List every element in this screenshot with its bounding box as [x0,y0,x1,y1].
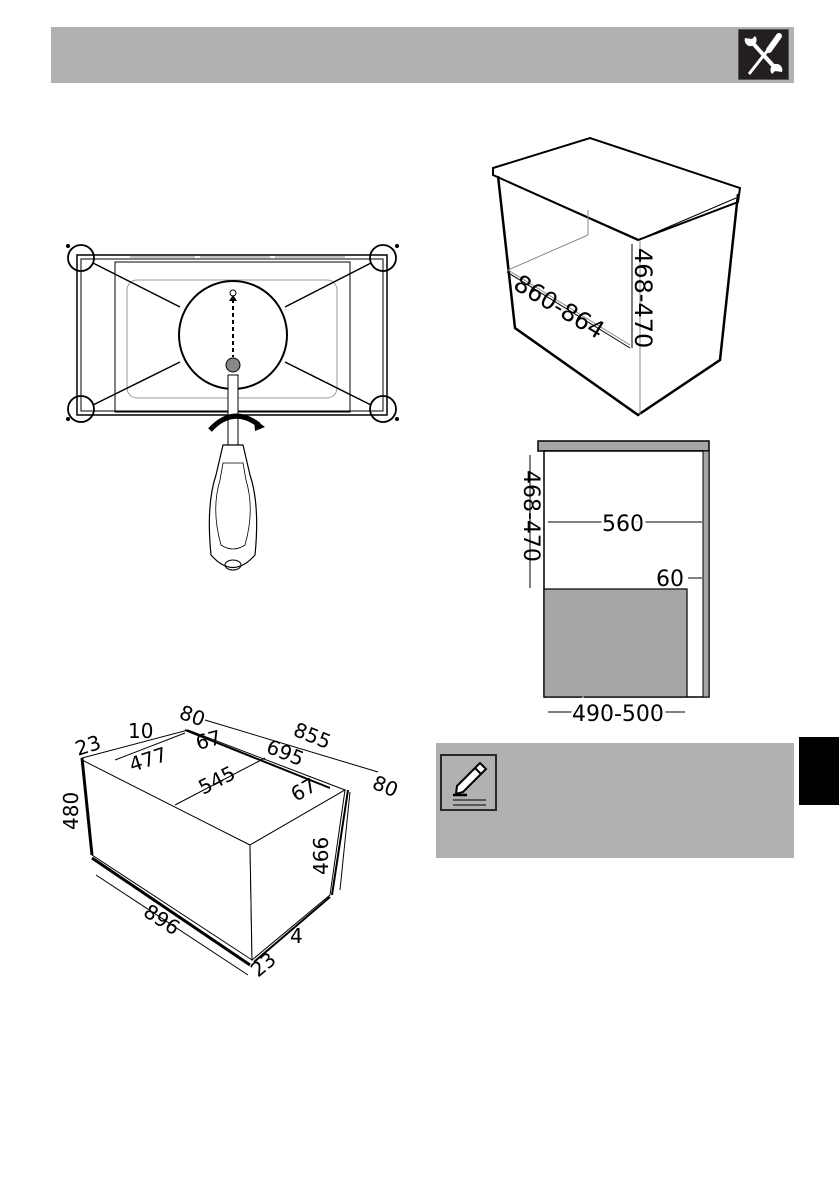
oven-front-screws-figure [55,235,415,585]
dim-10: 10 [128,719,153,743]
pencil-note-icon [440,754,497,811]
dim-4: 4 [290,924,303,948]
section-height-label: 468-470 [518,470,543,562]
dim-80-top: 80 [176,700,208,731]
appliance-dimensions-figure: 23 10 477 80 67 855 695 545 67 80 480 46… [59,690,410,990]
section-depth-label: 560 [602,512,644,537]
corner-screw-top-left [67,244,95,272]
cabinet-opening-figure: 860-864 468-470 [480,130,760,430]
section-gap-label: 60 [656,567,684,592]
section-header-bar [51,27,794,83]
dim-466: 466 [309,837,333,875]
cabinet-height-label: 468-470 [629,248,657,348]
cabinet-section-figure: 468-470 560 60 490-500 [510,430,730,730]
dim-80-right: 80 [369,770,402,802]
tools-icon [738,29,789,80]
dim-480: 480 [60,792,83,830]
chapter-side-tab [799,737,839,805]
section-base-label: 490-500 [572,702,664,727]
